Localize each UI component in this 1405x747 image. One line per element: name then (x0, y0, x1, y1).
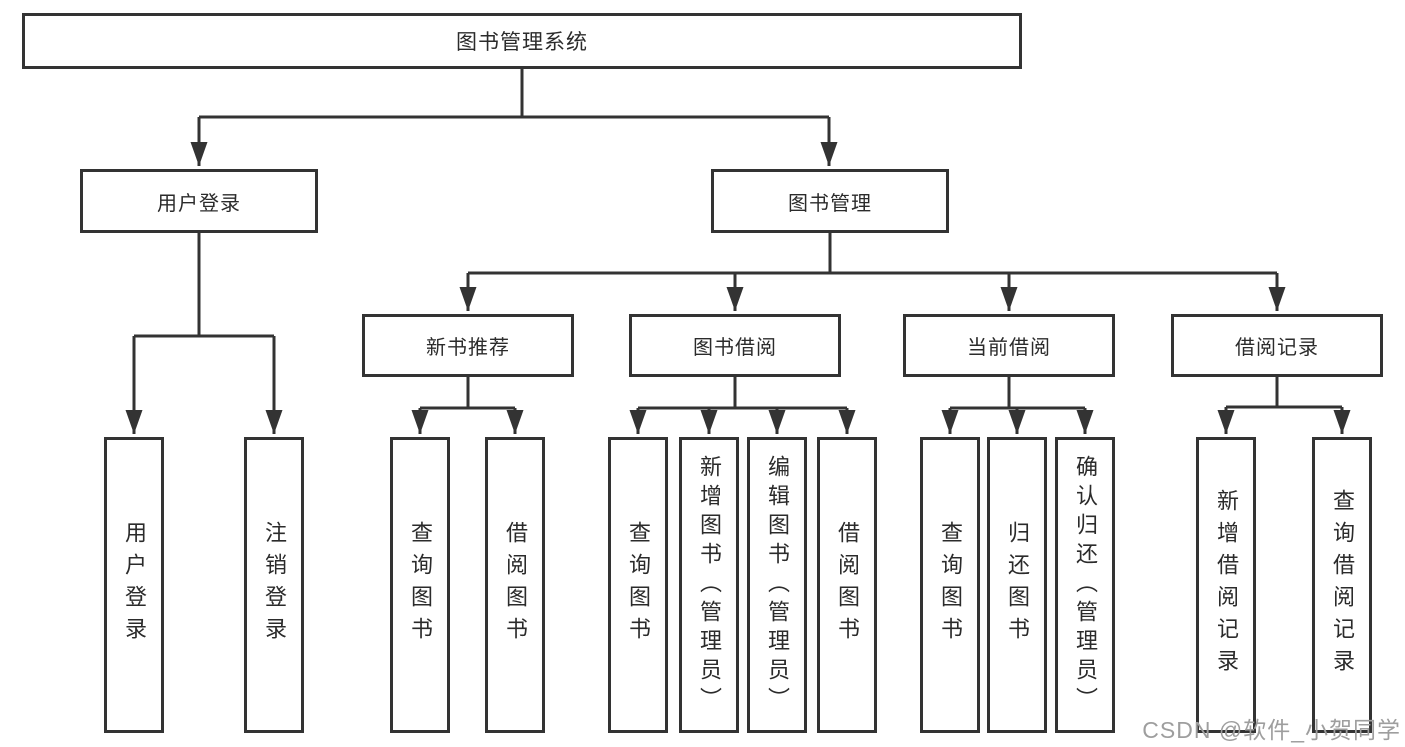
leaf-query-books-current: 查询图书 (920, 437, 980, 733)
leaf-query-books-recommend: 查询图书 (390, 437, 450, 733)
leaf-label: 查询图书 (938, 521, 963, 649)
node-label: 图书管理 (788, 192, 872, 215)
leaf-label: 新增借阅记录 (1214, 489, 1239, 681)
leaf-borrow-books-recommend: 借阅图书 (485, 437, 545, 733)
leaf-label: 注销登录 (262, 521, 287, 649)
node-new-book-recommendation: 新书推荐 (362, 314, 574, 377)
leaf-label: 查询借阅记录 (1330, 489, 1355, 681)
node-library-system: 图书管理系统 (22, 13, 1022, 69)
leaf-borrow-books-borrowing: 借阅图书 (817, 437, 877, 733)
leaf-query-borrow-record: 查询借阅记录 (1312, 437, 1372, 733)
node-user-login: 用户登录 (80, 169, 318, 233)
leaf-user-login: 用户登录 (104, 437, 164, 733)
node-label: 新书推荐 (426, 337, 510, 359)
leaf-label: 查询图书 (408, 521, 433, 649)
leaf-add-borrow-record: 新增借阅记录 (1196, 437, 1256, 733)
node-book-borrowing: 图书借阅 (629, 314, 841, 377)
node-label: 用户登录 (157, 192, 241, 215)
node-borrowing-records: 借阅记录 (1171, 314, 1383, 377)
leaf-return-books: 归还图书 (987, 437, 1047, 733)
leaf-label: 用户登录 (122, 521, 147, 649)
node-current-borrowing: 当前借阅 (903, 314, 1115, 377)
leaf-edit-books-admin: 编辑图书（管理员） (747, 437, 807, 733)
leaf-label: 查询图书 (626, 521, 651, 649)
leaf-label: 借阅图书 (503, 521, 528, 649)
node-label: 借阅记录 (1235, 337, 1319, 359)
node-book-management: 图书管理 (711, 169, 949, 233)
leaf-label: 新增图书（管理员） (697, 454, 722, 716)
node-label: 当前借阅 (967, 337, 1051, 359)
leaf-logout: 注销登录 (244, 437, 304, 733)
leaf-confirm-return-admin: 确认归还（管理员） (1055, 437, 1115, 733)
watermark: CSDN @软件_小贺同学 (1142, 717, 1401, 743)
leaf-label: 编辑图书（管理员） (765, 454, 790, 716)
leaf-add-books-admin: 新增图书（管理员） (679, 437, 739, 733)
leaf-query-books-borrowing: 查询图书 (608, 437, 668, 733)
leaf-label: 确认归还（管理员） (1073, 454, 1098, 716)
node-label: 图书借阅 (693, 337, 777, 359)
leaf-label: 借阅图书 (835, 521, 860, 649)
node-label: 图书管理系统 (456, 31, 588, 54)
leaf-label: 归还图书 (1005, 521, 1030, 649)
